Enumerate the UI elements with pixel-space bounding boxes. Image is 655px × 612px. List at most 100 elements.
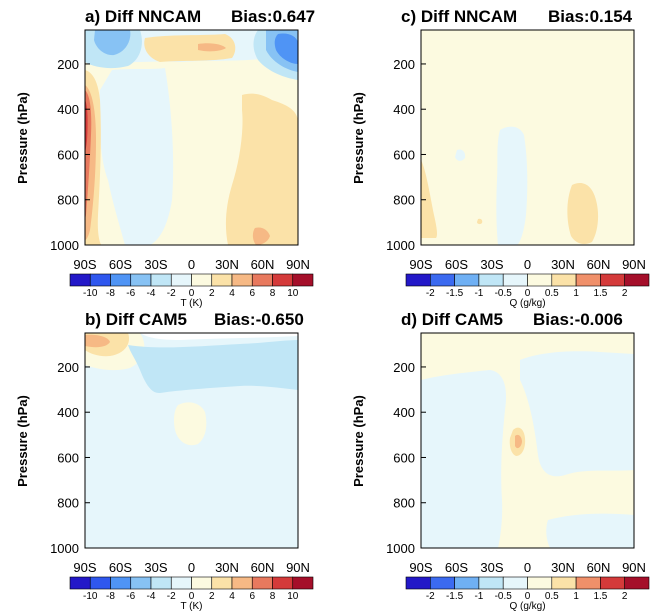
colorbar-label: Q (g/kg) <box>509 298 545 309</box>
x-tick-label: 60S <box>445 257 468 272</box>
colorbar-tick-label: -6 <box>126 591 135 602</box>
pos-region-center-core <box>515 434 522 449</box>
colorbar-swatch <box>405 576 431 590</box>
x-tick-label: 60S <box>109 560 132 575</box>
pos-region-upper-center <box>144 34 236 62</box>
colorbar-swatch <box>624 576 650 590</box>
colorbar-swatch <box>600 576 626 590</box>
colorbar-swatch <box>551 576 577 590</box>
x-tick-label: 30N <box>551 560 575 575</box>
colorbar-tick-label: 0 <box>189 288 195 299</box>
panel-title: d) Diff CAM5 <box>401 310 503 329</box>
colorbar-tick-label: 2 <box>209 591 215 602</box>
colorbar-tick-label: 1.5 <box>593 288 607 299</box>
colorbar-swatch <box>551 273 577 287</box>
colorbar-swatch <box>575 576 601 590</box>
y-axis-label: Pressure (hPa) <box>351 395 366 487</box>
x-tick-label: 30N <box>215 560 239 575</box>
colorbar-tick-label: 1 <box>573 288 579 299</box>
y-tick-label: 200 <box>393 360 415 375</box>
colorbar-swatch <box>191 273 213 287</box>
neg-region-sh-strat-core <box>94 30 131 56</box>
colorbar-tick-label: -8 <box>106 288 115 299</box>
pos-region-sh-strat-core <box>85 334 110 348</box>
colorbar-swatch <box>575 273 601 287</box>
colorbar-swatch <box>600 273 626 287</box>
colorbar-tick-label: 8 <box>270 288 276 299</box>
colorbar-swatch <box>478 576 504 590</box>
y-tick-label: 600 <box>57 450 79 465</box>
colorbar-tick-label: -2 <box>426 288 435 299</box>
colorbar-swatch <box>170 273 192 287</box>
x-tick-label: 60N <box>587 257 611 272</box>
pos-region-upper-core <box>198 43 226 52</box>
colorbar-swatch <box>272 273 294 287</box>
y-tick-label: 1000 <box>50 238 79 253</box>
field-background <box>421 30 634 245</box>
colorbar-tick-label: -1 <box>474 591 483 602</box>
colorbar-tick-label: 2 <box>209 288 215 299</box>
x-tick-label: 60S <box>109 257 132 272</box>
colorbar-swatch <box>454 576 480 590</box>
contour-field <box>85 30 298 245</box>
colorbar-swatch <box>110 273 132 287</box>
colorbar-swatch <box>130 576 152 590</box>
neg-region-east-low <box>546 513 634 548</box>
x-tick-label: 30S <box>480 257 503 272</box>
x-tick-label: 90N <box>622 560 646 575</box>
colorbar-swatch <box>89 273 111 287</box>
x-tick-label: 30N <box>215 257 239 272</box>
x-tick-label: 30S <box>144 257 167 272</box>
y-tick-label: 1000 <box>50 541 79 556</box>
colorbar-tick-label: -1 <box>474 288 483 299</box>
y-tick-label: 600 <box>393 450 415 465</box>
colorbar-tick-label: 1 <box>573 591 579 602</box>
plot-frame <box>84 332 299 549</box>
colorbar-swatch <box>150 576 172 590</box>
y-tick-label: 600 <box>57 147 79 162</box>
x-tick-label: 60S <box>445 560 468 575</box>
colorbar-swatch <box>69 273 91 287</box>
neg-region-center <box>496 126 528 245</box>
x-tick-label: 60N <box>251 257 275 272</box>
colorbar-swatch <box>272 576 294 590</box>
colorbar-tick-label: 2 <box>622 591 628 602</box>
colorbar-tick-label: 0 <box>525 591 531 602</box>
y-tick-label: 800 <box>57 496 79 511</box>
neg-region-east <box>520 351 634 477</box>
y-tick-label: 800 <box>393 193 415 208</box>
colorbar-swatch <box>405 273 431 287</box>
y-axis-label: Pressure (hPa) <box>15 92 30 184</box>
y-tick-label: 400 <box>393 405 415 420</box>
colorbar-swatch <box>130 273 152 287</box>
pos-region-sh-low-peak <box>85 100 88 152</box>
x-tick-label: 0 <box>188 257 195 272</box>
y-tick-label: 200 <box>393 57 415 72</box>
plot-frame <box>420 332 635 549</box>
pos-region-nh-low <box>567 182 599 244</box>
colorbar-swatch <box>89 576 111 590</box>
contour-field <box>421 333 634 548</box>
x-tick-label: 60N <box>251 560 275 575</box>
colorbar-tick-label: -1.5 <box>446 591 464 602</box>
colorbar-tick-label: -10 <box>83 591 98 602</box>
plot-frame <box>420 29 635 246</box>
colorbar-tick-label: 4 <box>229 288 235 299</box>
colorbar-swatch <box>292 576 314 590</box>
colorbar-tick-label: 2 <box>622 288 628 299</box>
colorbar-tick-label: -4 <box>147 591 156 602</box>
panel-title: b) Diff CAM5 <box>85 310 187 329</box>
colorbar-swatch <box>251 576 273 590</box>
